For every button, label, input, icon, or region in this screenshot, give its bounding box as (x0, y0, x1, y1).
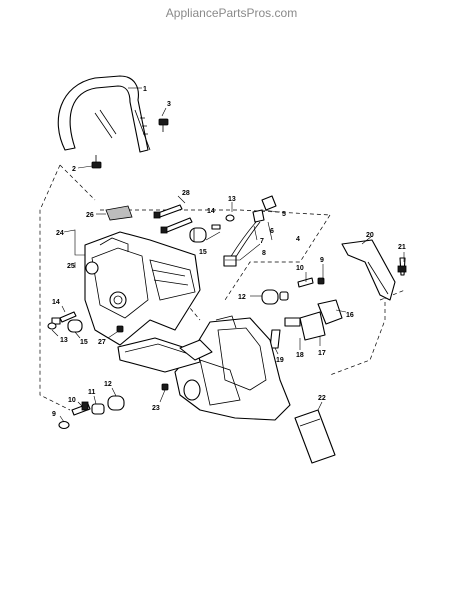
callout-19: 19 (276, 357, 284, 364)
callout-18: 18 (296, 352, 304, 359)
callout-8: 8 (262, 250, 266, 257)
callout-16: 16 (346, 312, 354, 319)
screw-10-right (297, 277, 325, 288)
callout-14-left: 14 (52, 299, 60, 306)
callout-17: 17 (318, 350, 326, 357)
front-handle-bar (57, 75, 151, 153)
dashed-group-lines (39, 164, 406, 411)
callout-3: 3 (167, 101, 171, 108)
crankcase-housing (84, 231, 201, 346)
bottom-left-bushing-12 (107, 395, 125, 411)
callout-23: 23 (152, 405, 160, 412)
callout-11: 11 (88, 389, 96, 396)
callout-6: 6 (270, 228, 274, 235)
stud-23 (161, 383, 169, 391)
callout-12-right: 12 (238, 294, 246, 301)
callout-25: 25 (67, 263, 75, 270)
lower-base-plate (117, 337, 213, 373)
callout-9-right: 9 (320, 257, 324, 264)
handle-screw-2 (91, 155, 102, 169)
screw-21 (397, 257, 407, 276)
washer-13-top (225, 214, 235, 222)
leader-lines (51, 87, 405, 423)
callout-21: 21 (398, 244, 406, 251)
callout-22: 22 (318, 395, 326, 402)
sleeve-12-right (261, 289, 289, 305)
callout-10-left: 10 (68, 397, 76, 404)
bolts-28 (153, 204, 193, 234)
left-bushing-15 (67, 319, 83, 333)
nut-27 (116, 325, 124, 333)
callout-1: 1 (143, 86, 147, 93)
watermark: AppliancePartsPros.com (165, 6, 298, 20)
chain-brake-parts (269, 299, 343, 349)
callout-2: 2 (72, 166, 76, 173)
callout-14-top: 14 (207, 208, 215, 215)
callout-27: 27 (98, 339, 106, 346)
callout-20: 20 (366, 232, 374, 239)
cover-plate-26 (105, 205, 133, 221)
callout-5: 5 (282, 211, 286, 218)
callout-7: 7 (260, 238, 264, 245)
bracket-20 (341, 239, 396, 301)
chain-guide-22 (294, 409, 336, 464)
bottom-left-sleeve-11 (91, 403, 105, 415)
callout-28: 28 (182, 190, 190, 197)
bottom-left-screw-10 (71, 401, 91, 416)
oil-hose-assembly (223, 195, 277, 267)
callout-26: 26 (86, 212, 94, 219)
callout-15-top: 15 (199, 249, 207, 256)
bottom-left-washer-9 (58, 420, 70, 430)
callout-10-right: 10 (296, 265, 304, 272)
callout-24: 24 (56, 230, 64, 237)
callout-13-left: 13 (60, 337, 68, 344)
handle-screw-3 (158, 118, 169, 132)
callout-13-top: 13 (228, 196, 236, 203)
callout-15-left: 15 (80, 339, 88, 346)
bushing-15-top (189, 224, 221, 243)
callout-4: 4 (296, 236, 300, 243)
left-washer-13 (47, 322, 57, 330)
callout-12-left: 12 (104, 381, 112, 388)
callout-9-left: 9 (52, 411, 56, 418)
callout-labels: 1 2 3 28 13 14 5 6 7 4 8 15 26 24 25 20 … (52, 86, 406, 418)
